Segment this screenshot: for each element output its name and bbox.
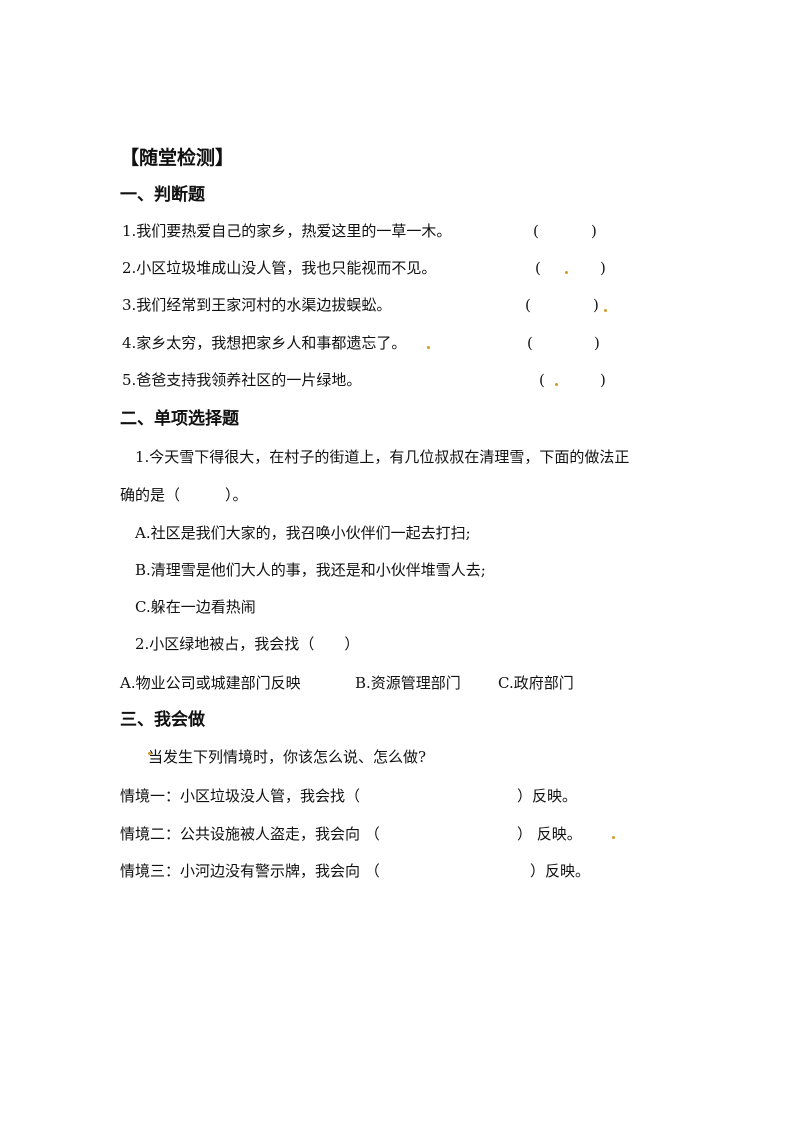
choice-question-1-line-2: 确的是（ ）。	[120, 486, 248, 504]
judgment-item-1: 1.我们要热爱自己的家乡，热爱这里的一草一木。	[122, 222, 452, 240]
choice-option-c: C.躲在一边看热闹	[135, 598, 256, 616]
choice-q2-option-a: A.物业公司或城建部门反映	[120, 674, 301, 692]
section-heading-what-i-can-do: 三、我会做	[120, 710, 205, 730]
answer-paren-open: (	[535, 259, 541, 277]
choice-q2-option-b: B.资源管理部门	[355, 674, 461, 692]
scenario-intro: 当发生下列情境时，你该怎么说、怎么做?	[148, 748, 427, 766]
judgment-item-5: 5.爸爸支持我领养社区的一片绿地。	[122, 371, 362, 389]
answer-paren-close: )	[594, 334, 600, 352]
stray-dot-mark	[565, 271, 568, 274]
scenario-3-ending: ）反映。	[530, 862, 591, 880]
choice-option-b: B.清理雪是他们大人的事，我还是和小伙伴堆雪人去;	[135, 561, 486, 579]
section-heading-single-choice: 二、单项选择题	[120, 409, 239, 429]
scenario-1-ending: ）反映。	[517, 787, 578, 805]
answer-paren-close: )	[600, 259, 606, 277]
page-title: 【随堂检测】	[120, 147, 235, 169]
answer-paren-close: )	[593, 296, 599, 314]
stray-dot-mark	[612, 836, 615, 839]
judgment-item-4: 4.家乡太穷，我想把家乡人和事都遗忘了。	[122, 334, 407, 352]
stray-dot-mark	[604, 309, 607, 312]
answer-paren-open: (	[533, 222, 539, 240]
scenario-2: 情境二：公共设施被人盗走，我会向 （	[120, 825, 380, 843]
answer-paren-open: (	[527, 334, 533, 352]
stray-dot-mark	[148, 752, 151, 755]
scenario-1: 情境一：小区垃圾没人管，我会找（	[120, 787, 361, 805]
section-heading-true-false: 一、判断题	[120, 185, 205, 205]
answer-paren-close: )	[591, 222, 597, 240]
choice-option-a: A.社区是我们大家的，我召唤小伙伴们一起去打扫;	[135, 524, 471, 542]
choice-question-1-line-1: 1.今天雪下得很大，在村子的街道上，有几位叔叔在清理雪，下面的做法正	[135, 448, 630, 466]
answer-paren-open: (	[539, 371, 545, 389]
stray-dot-mark	[555, 383, 558, 386]
choice-question-2: 2.小区绿地被占，我会找（ ）	[135, 635, 360, 653]
judgment-item-3: 3.我们经常到王家河村的水渠边拔蜈蚣。	[122, 296, 392, 314]
scenario-2-ending: ） 反映。	[517, 825, 582, 843]
answer-paren-open: (	[525, 296, 531, 314]
judgment-item-2: 2.小区垃圾堆成山没人管，我也只能视而不见。	[122, 259, 437, 277]
choice-q2-option-c: C.政府部门	[498, 674, 574, 692]
stray-dot-mark	[427, 346, 430, 349]
answer-paren-close: )	[600, 371, 606, 389]
scenario-3: 情境三：小河边没有警示牌，我会向 （	[120, 862, 380, 880]
